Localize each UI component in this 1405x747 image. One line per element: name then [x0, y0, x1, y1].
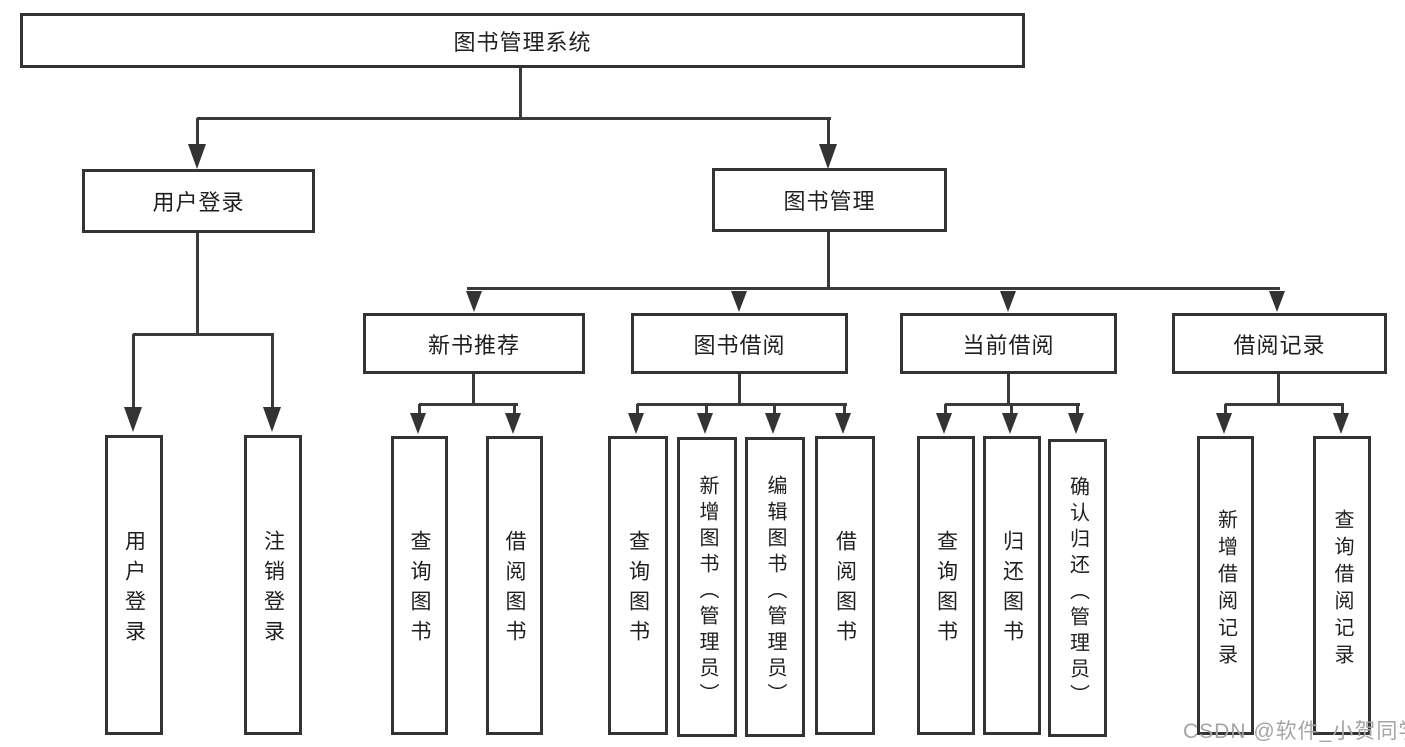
node-confirm-return-admin-leaf: 确认归还（管理员）	[1048, 439, 1107, 737]
connector-stub	[132, 334, 135, 408]
node-book-borrow-label: 图书借阅	[693, 332, 786, 358]
node-borrow-books-leaf: 借阅图书	[486, 436, 543, 735]
arrow-down-icon	[731, 291, 747, 312]
leaf-label: 借阅图书	[833, 530, 857, 650]
node-user-login: 用户登录	[82, 169, 315, 233]
connector-stub	[271, 334, 274, 408]
leaf-label: 借阅图书	[503, 530, 526, 650]
connector-stub	[1010, 404, 1013, 415]
node-user-login-leaf: 用户登录	[105, 435, 163, 735]
connector-level3	[467, 287, 1280, 290]
node-root: 图书管理系统	[20, 13, 1025, 68]
leaf-label: 确认归还（管理员）	[1066, 475, 1089, 710]
arrow-down-icon	[124, 407, 142, 432]
leaf-label: 新增图书（管理员）	[696, 474, 718, 709]
connector-group-drop	[738, 374, 741, 406]
node-book-mgmt: 图书管理	[712, 168, 947, 232]
connector-stub	[1341, 404, 1344, 415]
node-book-mgmt-label: 图书管理	[783, 189, 876, 214]
arrow-down-icon	[628, 413, 644, 434]
node-borrow-books-leaf: 借阅图书	[815, 436, 875, 735]
node-add-borrow-record-leaf: 新增借阅记录	[1197, 436, 1254, 735]
node-current-borrow-label: 当前借阅	[962, 332, 1055, 358]
node-borrow-records-label: 借阅记录	[1233, 332, 1326, 358]
arrow-down-icon	[765, 413, 781, 434]
arrow-down-icon	[936, 413, 952, 434]
connector-stub	[1076, 404, 1079, 415]
connector-user-login-drop	[196, 233, 199, 336]
leaf-label: 用户登录	[122, 529, 146, 650]
connector-stub	[418, 404, 421, 415]
connector-group-children	[1225, 403, 1344, 406]
connector-user-login-children	[133, 333, 274, 336]
node-user-login-label: 用户登录	[152, 190, 245, 215]
arrow-down-icon	[466, 291, 482, 312]
connector-stub	[1224, 404, 1227, 415]
arrow-down-icon	[410, 413, 426, 434]
connector-stub	[944, 404, 947, 415]
node-query-books-leaf: 查询图书	[391, 436, 448, 735]
arrow-down-icon	[1269, 291, 1285, 312]
arrow-down-icon	[697, 413, 713, 434]
node-logout-leaf: 注销登录	[244, 435, 302, 735]
node-borrow-records: 借阅记录	[1172, 313, 1387, 374]
arrow-down-icon	[505, 413, 521, 434]
arrow-down-icon	[1068, 413, 1084, 434]
node-new-book-rec: 新书推荐	[363, 313, 585, 374]
connector-group-children	[637, 403, 847, 406]
leaf-label: 新增借阅记录	[1214, 509, 1237, 671]
arrow-down-icon	[188, 144, 206, 169]
node-add-books-admin-leaf: 新增图书（管理员）	[677, 437, 737, 737]
connector-user-login-stub	[196, 118, 199, 146]
node-book-borrow: 图书借阅	[631, 313, 848, 374]
arrow-down-icon	[835, 413, 851, 434]
connector-book-mgmt-drop	[827, 232, 830, 289]
connector-group-drop	[472, 374, 475, 406]
arrow-down-icon	[1216, 413, 1232, 434]
leaf-label: 查询图书	[626, 530, 650, 650]
leaf-label: 查询借阅记录	[1331, 509, 1353, 671]
leaf-label: 查询图书	[408, 530, 431, 650]
leaf-label: 注销登录	[261, 529, 285, 650]
arrow-down-icon	[263, 407, 281, 432]
connector-level2	[197, 117, 831, 120]
csdn-watermark: CSDN @软件_小贺同学	[1183, 720, 1405, 743]
connector-root-drop	[519, 68, 522, 120]
leaf-label: 查询图书	[934, 530, 958, 650]
connector-book-mgmt-stub	[827, 118, 830, 146]
connector-stub	[636, 404, 639, 415]
arrow-down-icon	[1000, 291, 1016, 312]
node-new-book-rec-label: 新书推荐	[427, 332, 520, 358]
node-return-books-leaf: 归还图书	[983, 436, 1041, 735]
connector-group-drop	[1277, 374, 1280, 406]
node-current-borrow: 当前借阅	[900, 313, 1117, 374]
leaf-label: 归还图书	[1000, 530, 1024, 650]
node-query-books-leaf: 查询图书	[917, 436, 975, 735]
node-query-borrow-record-leaf: 查询借阅记录	[1313, 436, 1371, 735]
arrow-down-icon	[1002, 413, 1018, 434]
node-query-books-leaf: 查询图书	[608, 436, 668, 735]
connector-stub	[705, 404, 708, 415]
connector-stub	[843, 404, 846, 415]
arrow-down-icon	[1333, 413, 1349, 434]
arrow-down-icon	[819, 144, 837, 169]
connector-group-children	[419, 403, 518, 406]
connector-stub	[773, 404, 776, 415]
leaf-label: 编辑图书（管理员）	[764, 474, 786, 709]
connector-stub	[513, 404, 516, 415]
connector-group-drop	[1007, 374, 1010, 406]
node-root-label: 图书管理系统	[453, 29, 592, 55]
node-edit-books-admin-leaf: 编辑图书（管理员）	[745, 437, 805, 737]
